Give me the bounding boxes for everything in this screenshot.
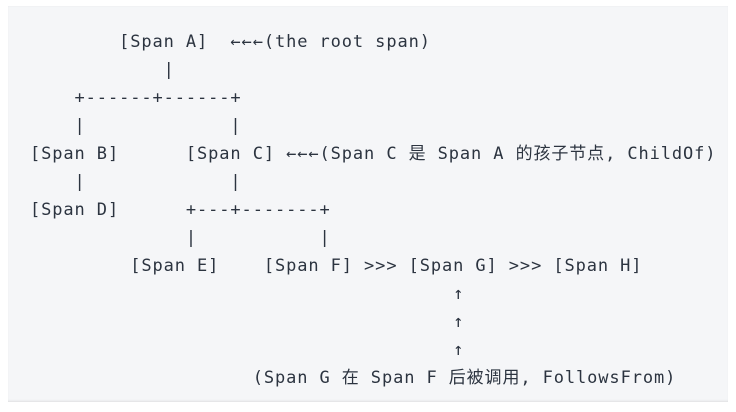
art-line-span-e-f-g-h: [Span E] [Span F] >>> [Span G] >>> [Span… bbox=[30, 256, 643, 276]
art-line-ef-stems: | | bbox=[30, 228, 331, 248]
ascii-art-block: [Span A] ←←←(the root span) | +------+--… bbox=[30, 28, 716, 392]
art-line-bc-stems: | | bbox=[30, 116, 242, 136]
art-line-a-stem: | bbox=[30, 60, 175, 80]
art-line-span-a: [Span A] ←←←(the root span) bbox=[30, 32, 431, 52]
art-line-a-split: +------+------+ bbox=[30, 88, 242, 108]
art-line-up-arrow-3: ↑ bbox=[30, 340, 465, 360]
art-line-up-arrow-2: ↑ bbox=[30, 312, 465, 332]
art-line-span-b-span-c: [Span B] [Span C] ←←←(Span C 是 Span A 的孩… bbox=[30, 144, 717, 164]
art-line-followsfrom-note: (Span G 在 Span F 后被调用, FollowsFrom) bbox=[30, 368, 677, 388]
art-line-up-arrow-1: ↑ bbox=[30, 284, 465, 304]
art-line-bd-stems: | | bbox=[30, 172, 242, 192]
art-line-span-d-split: [Span D] +---+-------+ bbox=[30, 200, 331, 220]
